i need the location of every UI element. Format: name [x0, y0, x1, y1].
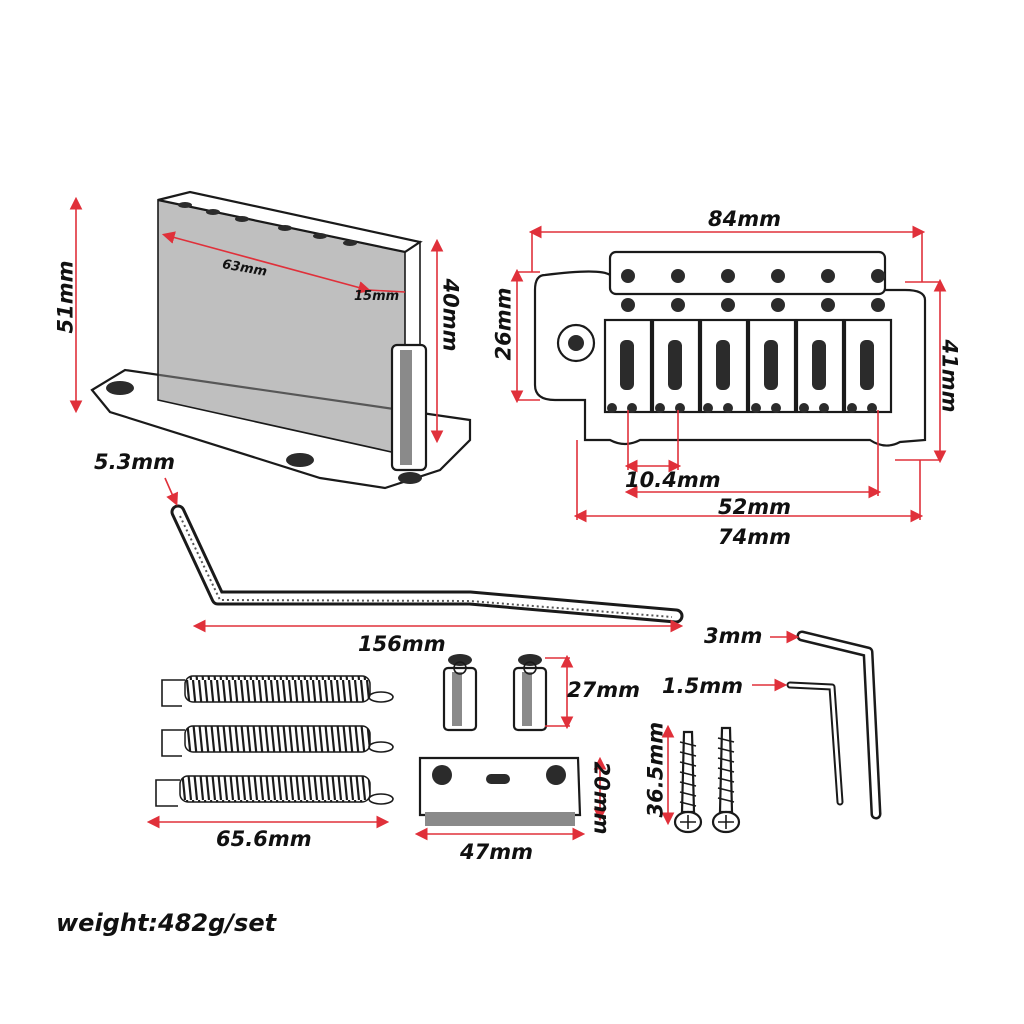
label-base-width: 74mm: [718, 525, 791, 549]
label-bushing-height: 27mm: [567, 678, 640, 702]
label-wrench-large: 3mm: [704, 624, 763, 648]
label-block-height: 40mm: [438, 278, 463, 352]
label-block-total-height: 51mm: [53, 260, 78, 334]
label-bridge-front: 26mm: [491, 287, 516, 361]
tremolo-arm: [164, 477, 684, 633]
label-claw-width: 47mm: [460, 840, 533, 864]
label-claw-height: 20mm: [589, 761, 614, 835]
tremolo-claw: [414, 756, 607, 841]
allen-wrenches: [752, 630, 882, 820]
bushings: [442, 654, 574, 732]
label-arm-length: 156mm: [358, 632, 446, 656]
label-wrench-small: 1.5mm: [662, 674, 743, 698]
label-arm-diameter: 5.3mm: [94, 450, 175, 474]
screws: [661, 724, 741, 834]
label-spring-length: 65.6mm: [216, 827, 312, 851]
bridge-dimension-lines: [510, 225, 947, 523]
label-screw-length: 36.5mm: [643, 721, 668, 818]
label-bridge-width: 84mm: [708, 207, 781, 231]
label-bridge-height: 41mm: [937, 339, 962, 413]
label-spacing: 10.4mm: [625, 468, 721, 492]
saddles: [603, 269, 893, 414]
label-string-span: 52mm: [718, 495, 791, 519]
sustain-block: [90, 190, 472, 490]
label-block-depth: 15mm: [354, 289, 400, 304]
block-dimension-lines: [69, 196, 444, 444]
weight-caption: weight:482g/set: [56, 909, 277, 937]
bridge-plate: [533, 250, 927, 447]
springs: [146, 675, 394, 829]
